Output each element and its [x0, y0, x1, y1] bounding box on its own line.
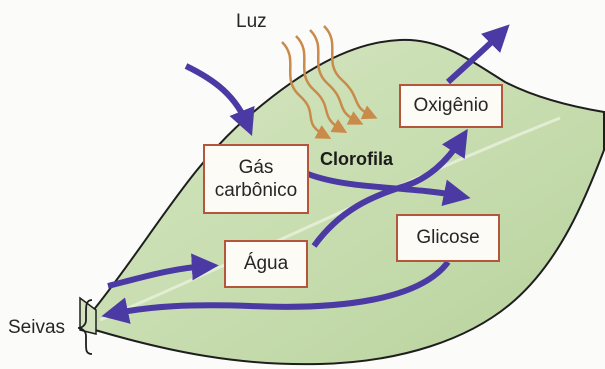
sap-label: Seivas [8, 317, 65, 339]
glucose-box: Glicose [396, 214, 500, 262]
light-label: Luz [236, 11, 267, 33]
co2-label-line2: carbônico [215, 179, 297, 202]
water-label: Água [244, 252, 288, 275]
chlorophyll-label: Clorofila [320, 149, 393, 170]
co2-label-line1: Gás [239, 156, 274, 179]
leaf-shape [92, 40, 604, 364]
co2-box: Gás carbônico [203, 144, 309, 214]
oxygen-label: Oxigênio [414, 94, 489, 117]
glucose-label: Glicose [416, 226, 479, 249]
oxygen-box: Oxigênio [399, 84, 503, 128]
arrow-co2-in [186, 66, 248, 126]
water-box: Água [224, 240, 308, 288]
